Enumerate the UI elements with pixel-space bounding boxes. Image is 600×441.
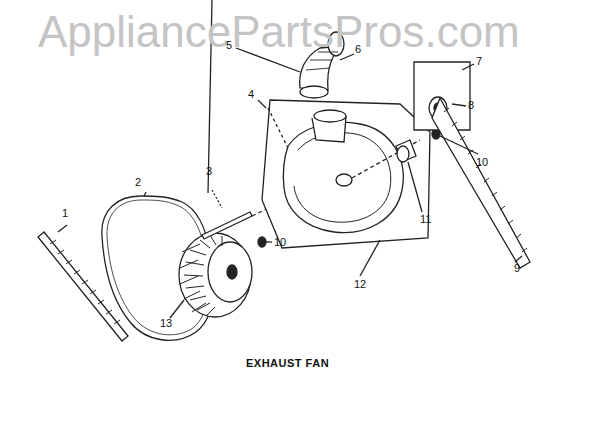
callout-number: 8 <box>468 100 474 111</box>
callout-number: 1 <box>62 208 68 219</box>
callout-number: 5 <box>226 40 232 51</box>
caption: EXHAUST FAN <box>246 358 329 369</box>
callout-number: 9 <box>514 263 520 274</box>
callout-number: 10 <box>274 237 286 248</box>
callout-number: 11 <box>420 214 431 225</box>
callout-number: 13 <box>160 318 172 329</box>
callout-number: 7 <box>476 56 482 67</box>
callout-number: 6 <box>355 44 361 55</box>
callout-number: 10 <box>476 157 488 168</box>
watermark: AppliancePartsPros.com <box>38 10 520 54</box>
callout-number: 4 <box>248 89 254 100</box>
callout-number: 12 <box>354 279 366 290</box>
callout-number: 3 <box>206 166 212 177</box>
callout-number: 2 <box>135 177 141 188</box>
